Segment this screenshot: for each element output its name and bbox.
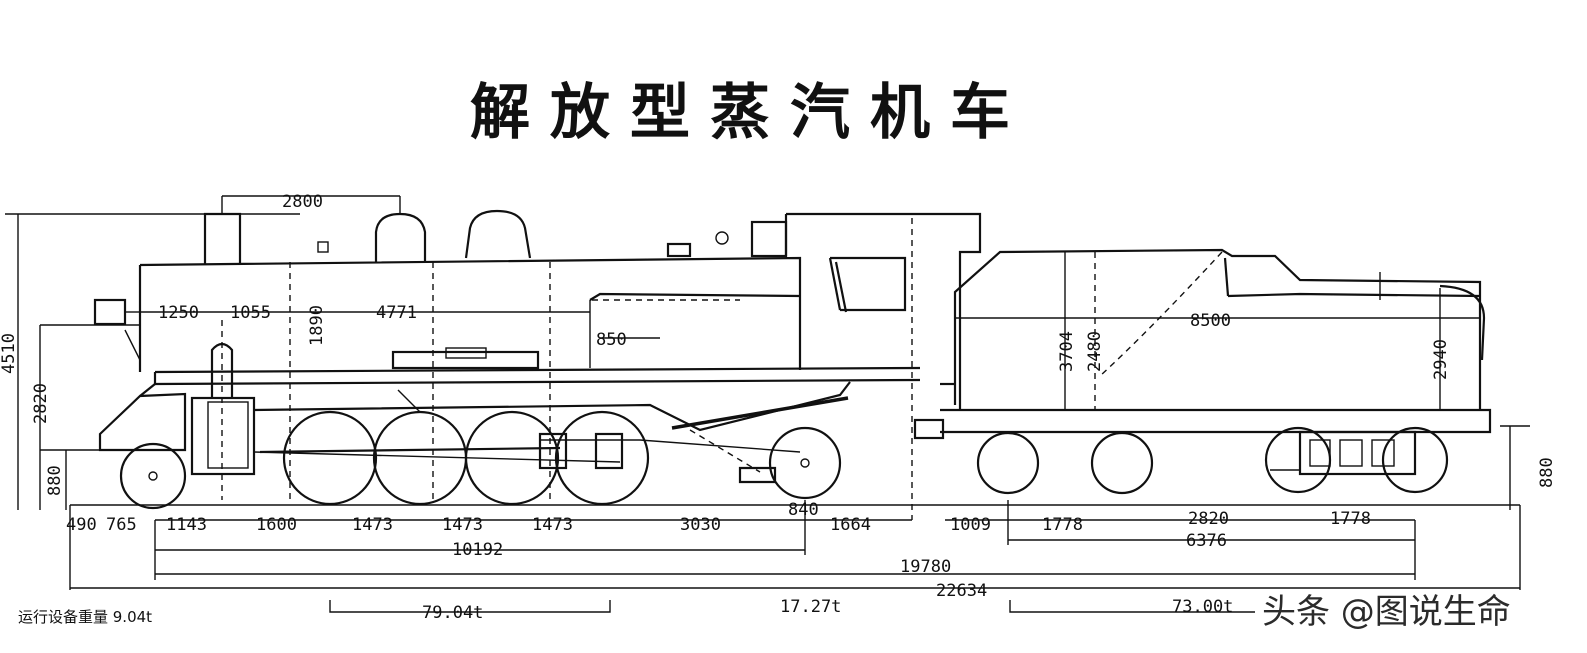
service-weight-caption: 运行设备重量 9.04t: [18, 608, 152, 626]
dim-22634: 22634: [936, 581, 987, 601]
dim-19780: 19780: [900, 557, 951, 577]
dim-3704: 3704: [1057, 331, 1077, 372]
dim-10192: 10192: [452, 540, 503, 560]
weight-17: 17.27t: [780, 597, 841, 617]
dim-bottom-0: 490: [66, 515, 97, 535]
tender-wheels: [976, 426, 1449, 495]
dim-2940: 2940: [1431, 339, 1451, 380]
diagram-title: 解放型蒸汽机车: [470, 78, 1030, 148]
dim-850: 850: [596, 330, 627, 350]
locomotive-outline: [93, 209, 982, 484]
dim-880-left: 880: [45, 465, 65, 496]
dim-bottom-4: 1473: [352, 515, 393, 535]
dim-bottom-9: 1664: [830, 515, 871, 535]
dim-bottom-11: 1778: [1042, 515, 1083, 535]
dim-2800: 2800: [282, 192, 323, 212]
weight-73: 73.00t: [1172, 597, 1233, 617]
dim-4510: 4510: [0, 333, 19, 374]
dim-8500: 8500: [1190, 311, 1231, 331]
dim-bottom-12: 2820: [1188, 509, 1229, 529]
dimension-labels: 2800 1250 1055 1890 4771 850 4510 2820 8…: [0, 192, 1557, 601]
tender-outline: [913, 248, 1492, 476]
dim-880-right: 880: [1537, 457, 1557, 488]
dim-bottom-1: 765: [106, 515, 137, 535]
dim-bottom-5: 1473: [442, 515, 483, 535]
dim-2480: 2480: [1085, 331, 1105, 372]
dim-bottom-6: 1473: [532, 515, 573, 535]
dim-bottom-3: 1600: [256, 515, 297, 535]
dim-bottom-2: 1143: [166, 515, 207, 535]
dim-bottom-13: 1778: [1330, 509, 1371, 529]
dim-bottom-8: 840: [788, 500, 819, 520]
dim-1250: 1250: [158, 303, 199, 323]
watermark: 头条 @图说生命: [1262, 592, 1511, 632]
dim-4771: 4771: [376, 303, 417, 323]
dim-1055: 1055: [230, 303, 271, 323]
weight-79: 79.04t: [422, 603, 483, 623]
dim-1890: 1890: [307, 305, 327, 346]
locomotive-wheels: [119, 410, 842, 510]
dim-bottom-10: 1009: [950, 515, 991, 535]
dim-bottom-7: 3030: [680, 515, 721, 535]
dimension-lines: [5, 195, 1530, 613]
weight-labels: 运行设备重量 9.04t 79.04t 17.27t 73.00t: [18, 597, 1233, 626]
reference-lines: [221, 218, 1223, 520]
dim-6376: 6376: [1186, 531, 1227, 551]
dim-2820: 2820: [31, 383, 51, 424]
